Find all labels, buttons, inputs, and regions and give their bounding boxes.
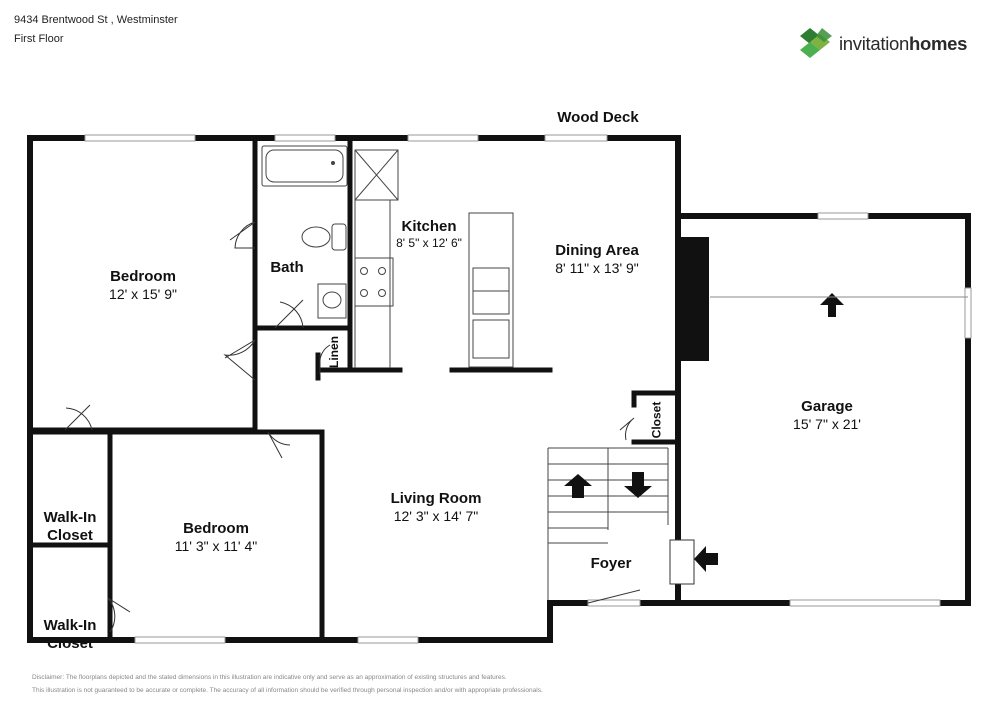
garage-entry-door: [669, 539, 695, 585]
disclaimer-line-2: This illustration is not guaranteed to b…: [32, 687, 543, 694]
up-arrow-icon: [564, 474, 592, 498]
entry-arrow-icon: [694, 546, 718, 572]
fireplace-block: [681, 237, 709, 361]
room-wood-deck: Wood Deck: [557, 109, 639, 126]
floor-label: First Floor: [14, 33, 64, 45]
windows: [84, 134, 972, 644]
room-bedroom-1: Bedroom 12' x 15' 9": [109, 268, 177, 302]
interior-walls: [27, 135, 681, 643]
doors: [64, 221, 641, 633]
garage-up-arrow-icon: [820, 293, 844, 317]
down-arrow-icon: [624, 472, 652, 498]
bath-fixtures: [261, 145, 348, 319]
arrows: [564, 293, 844, 572]
room-bath: Bath: [270, 259, 304, 276]
room-closet: Closet: [649, 401, 664, 439]
property-address: 9434 Brentwood St , Westminster: [14, 14, 178, 26]
room-foyer: Foyer: [590, 555, 632, 572]
room-linen: Linen: [327, 336, 341, 368]
kitchen-fixtures: [354, 149, 514, 368]
room-bedroom-2: Bedroom 11' 3" x 11' 4": [174, 520, 258, 554]
room-dining: Dining Area 8' 11" x 13' 9": [555, 242, 639, 276]
stairs: [547, 447, 669, 600]
room-living: Living Room 12' 3" x 14' 7": [390, 490, 482, 524]
room-kitchen: Kitchen 8' 5" x 12' 6": [396, 218, 462, 250]
room-garage: Garage 15' 7" x 21': [793, 398, 861, 432]
room-walk-in-closet-1: Walk-In Closet: [43, 509, 97, 545]
brand-logo: invitationhomes: [798, 26, 988, 62]
disclaimer-line-1: Disclaimer: The floorplans depicted and …: [32, 674, 507, 681]
brand-name: invitationhomes: [839, 33, 968, 54]
logo-icon: [800, 28, 832, 58]
room-walk-in-closet-2: Walk-In Closet: [43, 617, 97, 653]
